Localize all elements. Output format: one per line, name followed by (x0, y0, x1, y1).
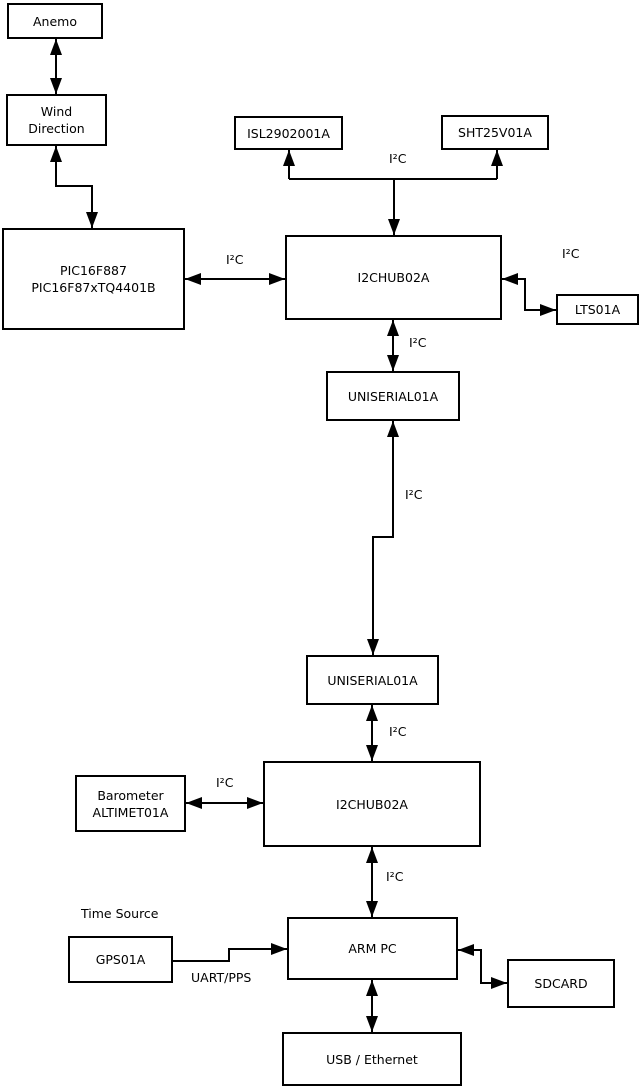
edge-armpc-sdcard (458, 944, 507, 989)
edge-wind-pic (50, 146, 98, 228)
annotation-time-source: Time Source (81, 906, 159, 921)
node-barometer: Barometer ALTIMET01A (75, 775, 186, 832)
edge-label-barometer-hub2-i2c: I²C (216, 775, 234, 790)
edge-uniserial1-uniserial2 (367, 421, 399, 655)
node-pic16f887: PIC16F887 PIC16F87xTQ4401B (2, 228, 185, 330)
node-isl2902001a: ISL2902001A (234, 116, 343, 150)
edge-label-hub2-armpc-i2c: I²C (386, 869, 404, 884)
edge-label-gps-armpc-uart-pps: UART/PPS (191, 970, 252, 985)
node-gps01a: GPS01A (68, 936, 173, 983)
node-anemo: Anemo (7, 3, 103, 39)
node-lts01a: LTS01A (556, 294, 639, 325)
node-arm-pc: ARM PC (287, 917, 458, 980)
edge-label-hub1-lts-i2c: I²C (562, 246, 580, 261)
edge-label-uniserial-link-i2c: I²C (405, 487, 423, 502)
edge-label-pic-hub1-i2c: I²C (226, 252, 244, 267)
node-i2chub02a-1: I2CHUB02A (285, 235, 502, 320)
edge-gps-armpc (173, 943, 287, 962)
edge-label-uniserial2-hub2-i2c: I²C (389, 724, 407, 739)
edge-label-sensor-bus-i2c: I²C (389, 151, 407, 166)
node-uniserial01a-2: UNISERIAL01A (306, 655, 439, 705)
node-uniserial01a-1: UNISERIAL01A (326, 371, 460, 421)
node-wind-direction: Wind Direction (6, 94, 107, 146)
node-usb-ethernet: USB / Ethernet (282, 1032, 462, 1086)
node-sdcard: SDCARD (507, 959, 615, 1008)
edge-hub1-lts (502, 273, 556, 316)
edge-label-hub1-uniserial1-i2c: I²C (409, 335, 427, 350)
node-sht25v01a: SHT25V01A (441, 115, 549, 150)
node-i2chub02a-2: I2CHUB02A (263, 761, 481, 847)
